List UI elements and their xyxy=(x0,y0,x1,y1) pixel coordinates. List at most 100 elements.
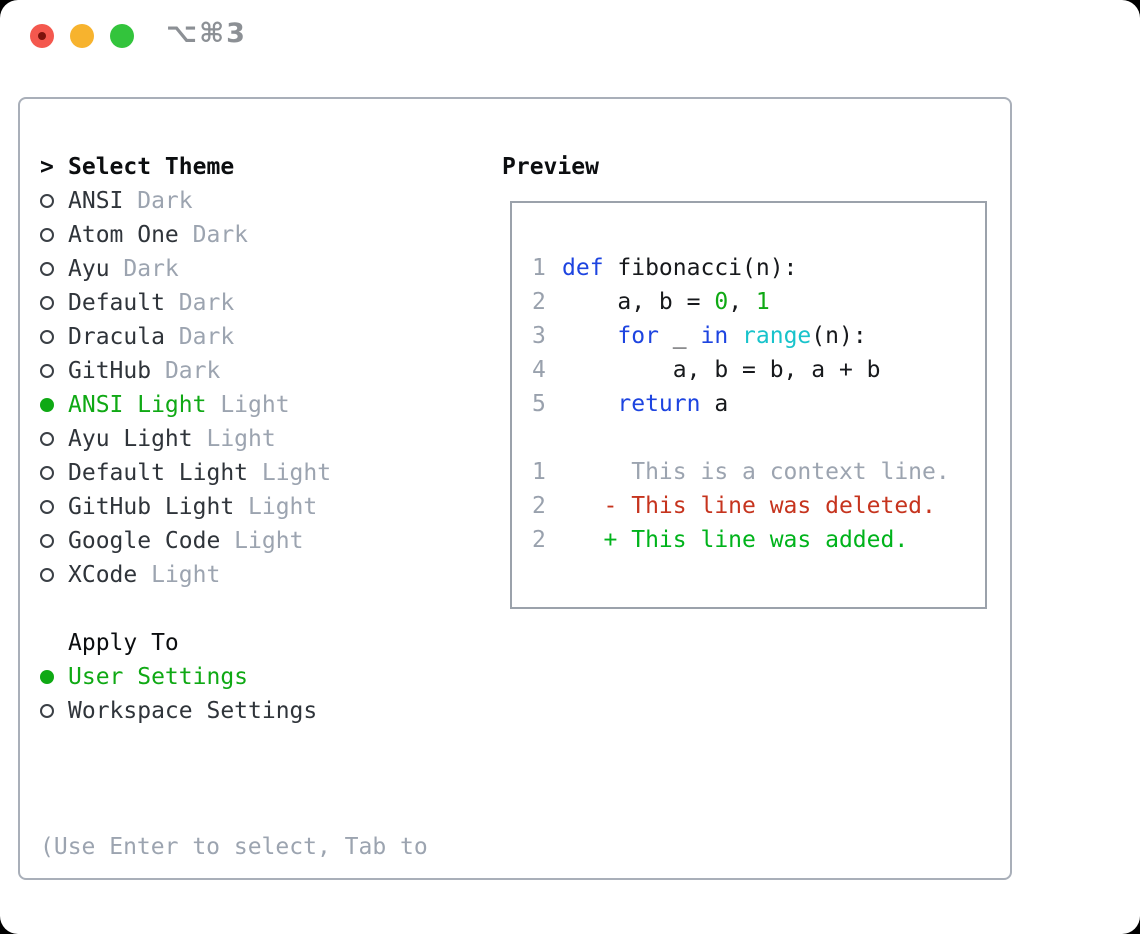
theme-variant: Light xyxy=(248,460,332,486)
radio-icon xyxy=(40,500,54,514)
radio-icon xyxy=(40,466,54,480)
theme-name: XCode xyxy=(68,562,138,588)
line-number: 2 xyxy=(532,527,546,553)
line-number: 2 xyxy=(532,493,546,519)
record-dot-icon xyxy=(38,32,46,40)
apply-to-option[interactable]: User Settings xyxy=(40,660,317,694)
radio-icon xyxy=(40,330,54,344)
radio-icon xyxy=(40,296,54,310)
code-token-code_text xyxy=(562,387,617,421)
theme-variant: Dark xyxy=(109,256,179,282)
theme-option[interactable]: Default Light Light xyxy=(40,456,331,490)
code-token-code_text: (n): xyxy=(811,323,867,349)
code-line: 5 return a xyxy=(512,387,985,421)
radio-icon xyxy=(40,704,54,718)
theme-variant: Dark xyxy=(123,188,193,214)
diff-line-added: 2 + This line was added. xyxy=(512,523,985,557)
theme-name: Google Code xyxy=(68,528,221,554)
code-token-builtin: range xyxy=(742,323,812,349)
radio-icon xyxy=(40,432,54,446)
theme-option[interactable]: ANSI Dark xyxy=(40,184,331,218)
theme-name: Dracula xyxy=(68,324,165,350)
preview-title: Preview xyxy=(502,154,599,180)
code-token-number: 1 xyxy=(755,289,770,315)
radio-icon xyxy=(40,364,54,378)
code-token-keyword: def xyxy=(562,255,604,281)
radio-icon xyxy=(40,194,54,208)
diff-text: - This line was deleted. xyxy=(562,493,936,519)
theme-option[interactable]: ANSI Light Light xyxy=(40,388,331,422)
radio-icon xyxy=(40,262,54,276)
maximize-button[interactable] xyxy=(110,24,134,48)
theme-option[interactable]: Google Code Light xyxy=(40,524,331,558)
code-token-code_text: fibonacci(n): xyxy=(603,255,798,281)
theme-option[interactable]: Ayu Light Light xyxy=(40,422,331,456)
theme-name: Ayu Light xyxy=(68,426,193,452)
theme-name: ANSI xyxy=(68,188,124,214)
diff-line-context: 1 This is a context line. xyxy=(512,455,985,489)
code-line: 3 for _ in range(n): xyxy=(512,319,985,353)
line-number: 1 xyxy=(532,255,546,281)
code-line: 1 def fibonacci(n): xyxy=(512,251,985,285)
theme-variant: Light xyxy=(220,528,304,554)
theme-name: GitHub xyxy=(68,358,152,384)
theme-option[interactable]: Atom One Dark xyxy=(40,218,331,252)
radio-selected-icon xyxy=(40,670,54,684)
theme-variant: Light xyxy=(192,426,276,452)
line-number: 5 xyxy=(532,391,546,417)
line-number: 1 xyxy=(532,459,546,485)
code-token-keyword: for xyxy=(617,323,659,349)
apply-to-option[interactable]: Workspace Settings xyxy=(40,694,317,728)
code-token-code_text xyxy=(728,319,742,353)
theme-name: GitHub Light xyxy=(68,494,235,520)
code-token-code_text: a, b = xyxy=(562,289,715,315)
theme-variant: Light xyxy=(234,494,318,520)
theme-option[interactable]: Dracula Dark xyxy=(40,320,331,354)
code-token-code_text: _ xyxy=(658,323,701,349)
theme-variant: Light xyxy=(137,562,221,588)
radio-icon xyxy=(40,568,54,582)
theme-name: Default xyxy=(68,290,165,316)
close-button[interactable] xyxy=(30,24,54,48)
code-token-code_text xyxy=(562,319,617,353)
theme-variant: Light xyxy=(206,392,290,418)
theme-name: Ayu xyxy=(68,256,110,282)
diff-text: + This line was added. xyxy=(562,527,909,553)
theme-name: Atom One xyxy=(68,222,179,248)
code-token-keyword: in xyxy=(700,323,729,349)
radio-icon xyxy=(40,534,54,548)
radio-icon xyxy=(40,228,54,242)
theme-option[interactable]: Default Dark xyxy=(40,286,331,320)
code-token-code_text: a, b = b, a + b xyxy=(562,357,881,383)
code-line: 2 a, b = 0, 1 xyxy=(512,285,985,319)
diff-line-deleted: 2 - This line was deleted. xyxy=(512,489,985,523)
theme-variant: Dark xyxy=(178,222,249,248)
theme-variant: Dark xyxy=(164,290,235,316)
select-theme-header: > Select Theme xyxy=(40,150,331,184)
theme-name: ANSI Light xyxy=(68,392,207,418)
radio-selected-icon xyxy=(40,398,54,412)
theme-option[interactable]: Ayu Dark xyxy=(40,252,331,286)
code-token-number: 0 xyxy=(714,289,729,315)
code-token-keyword: return xyxy=(617,391,701,417)
theme-option[interactable]: XCode Light xyxy=(40,558,331,592)
code-line: 4 a, b = b, a + b xyxy=(512,353,985,387)
line-number: 3 xyxy=(532,323,546,349)
apply-to-label: Workspace Settings xyxy=(68,698,318,724)
apply-to-header: Apply To xyxy=(40,626,317,660)
cursor-icon: > xyxy=(40,154,54,180)
line-number: 4 xyxy=(532,357,546,383)
line-number: 2 xyxy=(532,289,546,315)
theme-list-title: Select Theme xyxy=(68,154,235,180)
window-title: ⌥⌘3 xyxy=(166,18,247,49)
apply-to-title: Apply To xyxy=(68,630,179,656)
minimize-button[interactable] xyxy=(70,24,94,48)
theme-option[interactable]: GitHub Dark xyxy=(40,354,331,388)
theme-name: Default Light xyxy=(68,460,249,486)
theme-option[interactable]: GitHub Light Light xyxy=(40,490,331,524)
